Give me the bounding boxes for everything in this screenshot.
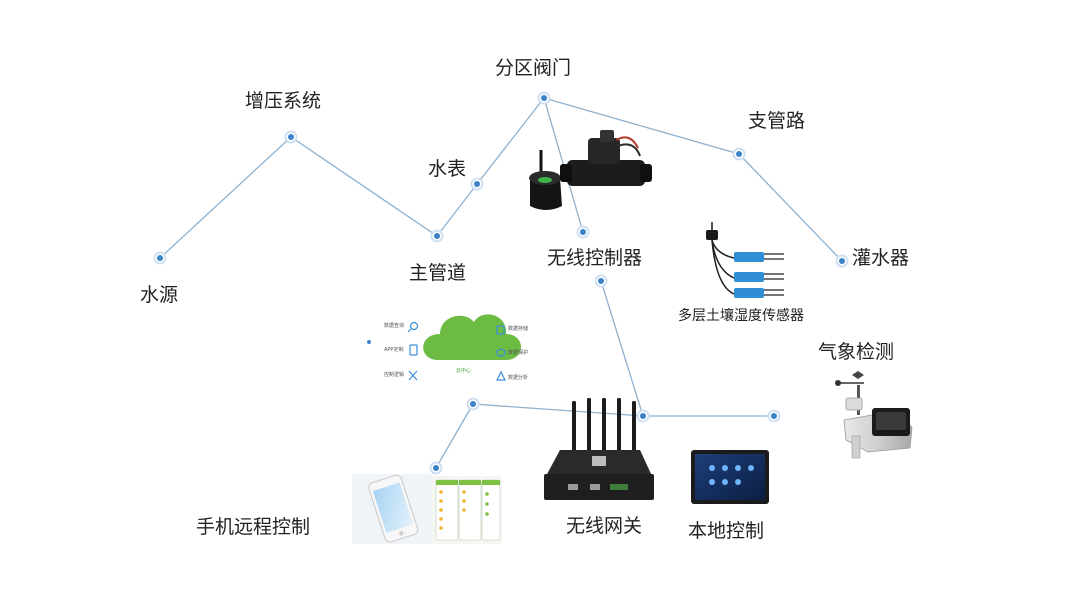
node-gateway: [636, 409, 650, 423]
node-local-control: [767, 409, 781, 423]
tablet-icon: [409, 344, 418, 356]
cloud-right-item-1: 数据存储: [508, 326, 529, 332]
label-branch-pipe: 支管路: [748, 110, 806, 132]
gateway-image: [544, 398, 654, 500]
tools-icon: [408, 370, 418, 381]
label-wireless-controller: 无线控制器: [547, 247, 643, 269]
cloud-left-item-3: 控制逻辑: [384, 372, 405, 378]
cloud-left-item-1: 数据查询: [384, 323, 405, 329]
soil-sensor-image: [706, 222, 784, 298]
label-booster-system: 增压系统: [245, 90, 322, 112]
line-bus-to-mobile: [435, 403, 474, 469]
label-water-meter: 水表: [428, 158, 467, 180]
zone-valve-image: [560, 130, 652, 186]
node-zone-valve: [537, 91, 551, 105]
label-gateway: 无线网关: [566, 515, 643, 537]
label-irrigator: 灌水器: [852, 247, 910, 269]
cloud-shape: [423, 314, 521, 360]
label-weather: 气象检测: [818, 341, 895, 363]
label-mobile-control: 手机远程控制: [196, 516, 311, 538]
node-mobile: [429, 461, 443, 475]
cloud-right-item-3: 数据分析: [508, 375, 529, 381]
label-zone-valve: 分区阀门: [495, 57, 572, 79]
left-bullets: [367, 340, 371, 344]
node-controller-bottom: [594, 274, 608, 288]
label-main-pipe: 主管道: [409, 262, 467, 284]
cloud-center-panel: [367, 314, 521, 381]
cloud-right-item-2: 数据保护: [508, 350, 529, 356]
left-icons: [407, 321, 419, 381]
right-icons: [496, 325, 506, 381]
analysis-icon: [496, 370, 506, 381]
label-soil-sensor: 多层土壤湿度传感器: [678, 308, 804, 324]
weather-station-image: [835, 371, 913, 459]
line-source-to-main: [159, 97, 843, 262]
node-branch-pipe: [732, 147, 746, 161]
nodes: [153, 91, 849, 475]
soil-probe-2: [734, 272, 784, 282]
label-local-control: 本地控制: [688, 520, 765, 542]
shield-icon: [496, 348, 506, 357]
storage-icon: [496, 325, 505, 335]
soil-probe-1: [734, 252, 784, 262]
node-water-meter: [470, 177, 484, 191]
line-controller-to-gateway: [600, 280, 644, 417]
node-water-source: [153, 251, 167, 265]
node-main-pipe: [430, 229, 444, 243]
node-controller-top: [576, 225, 590, 239]
cloud-left-item-2: APP定制: [384, 347, 404, 353]
label-water-source: 水源: [140, 284, 179, 306]
search-icon: [407, 321, 419, 333]
mobile-control-image: [352, 474, 502, 544]
water-meter-image: [529, 150, 562, 210]
node-irrigator: [835, 254, 849, 268]
local-control-tablet-image: [691, 450, 769, 504]
cloud-center-label: 云中心: [456, 368, 472, 374]
soil-probe-3: [734, 288, 784, 298]
node-booster: [284, 130, 298, 144]
node-bus-left: [466, 397, 480, 411]
line-gateway-bus: [472, 403, 644, 417]
